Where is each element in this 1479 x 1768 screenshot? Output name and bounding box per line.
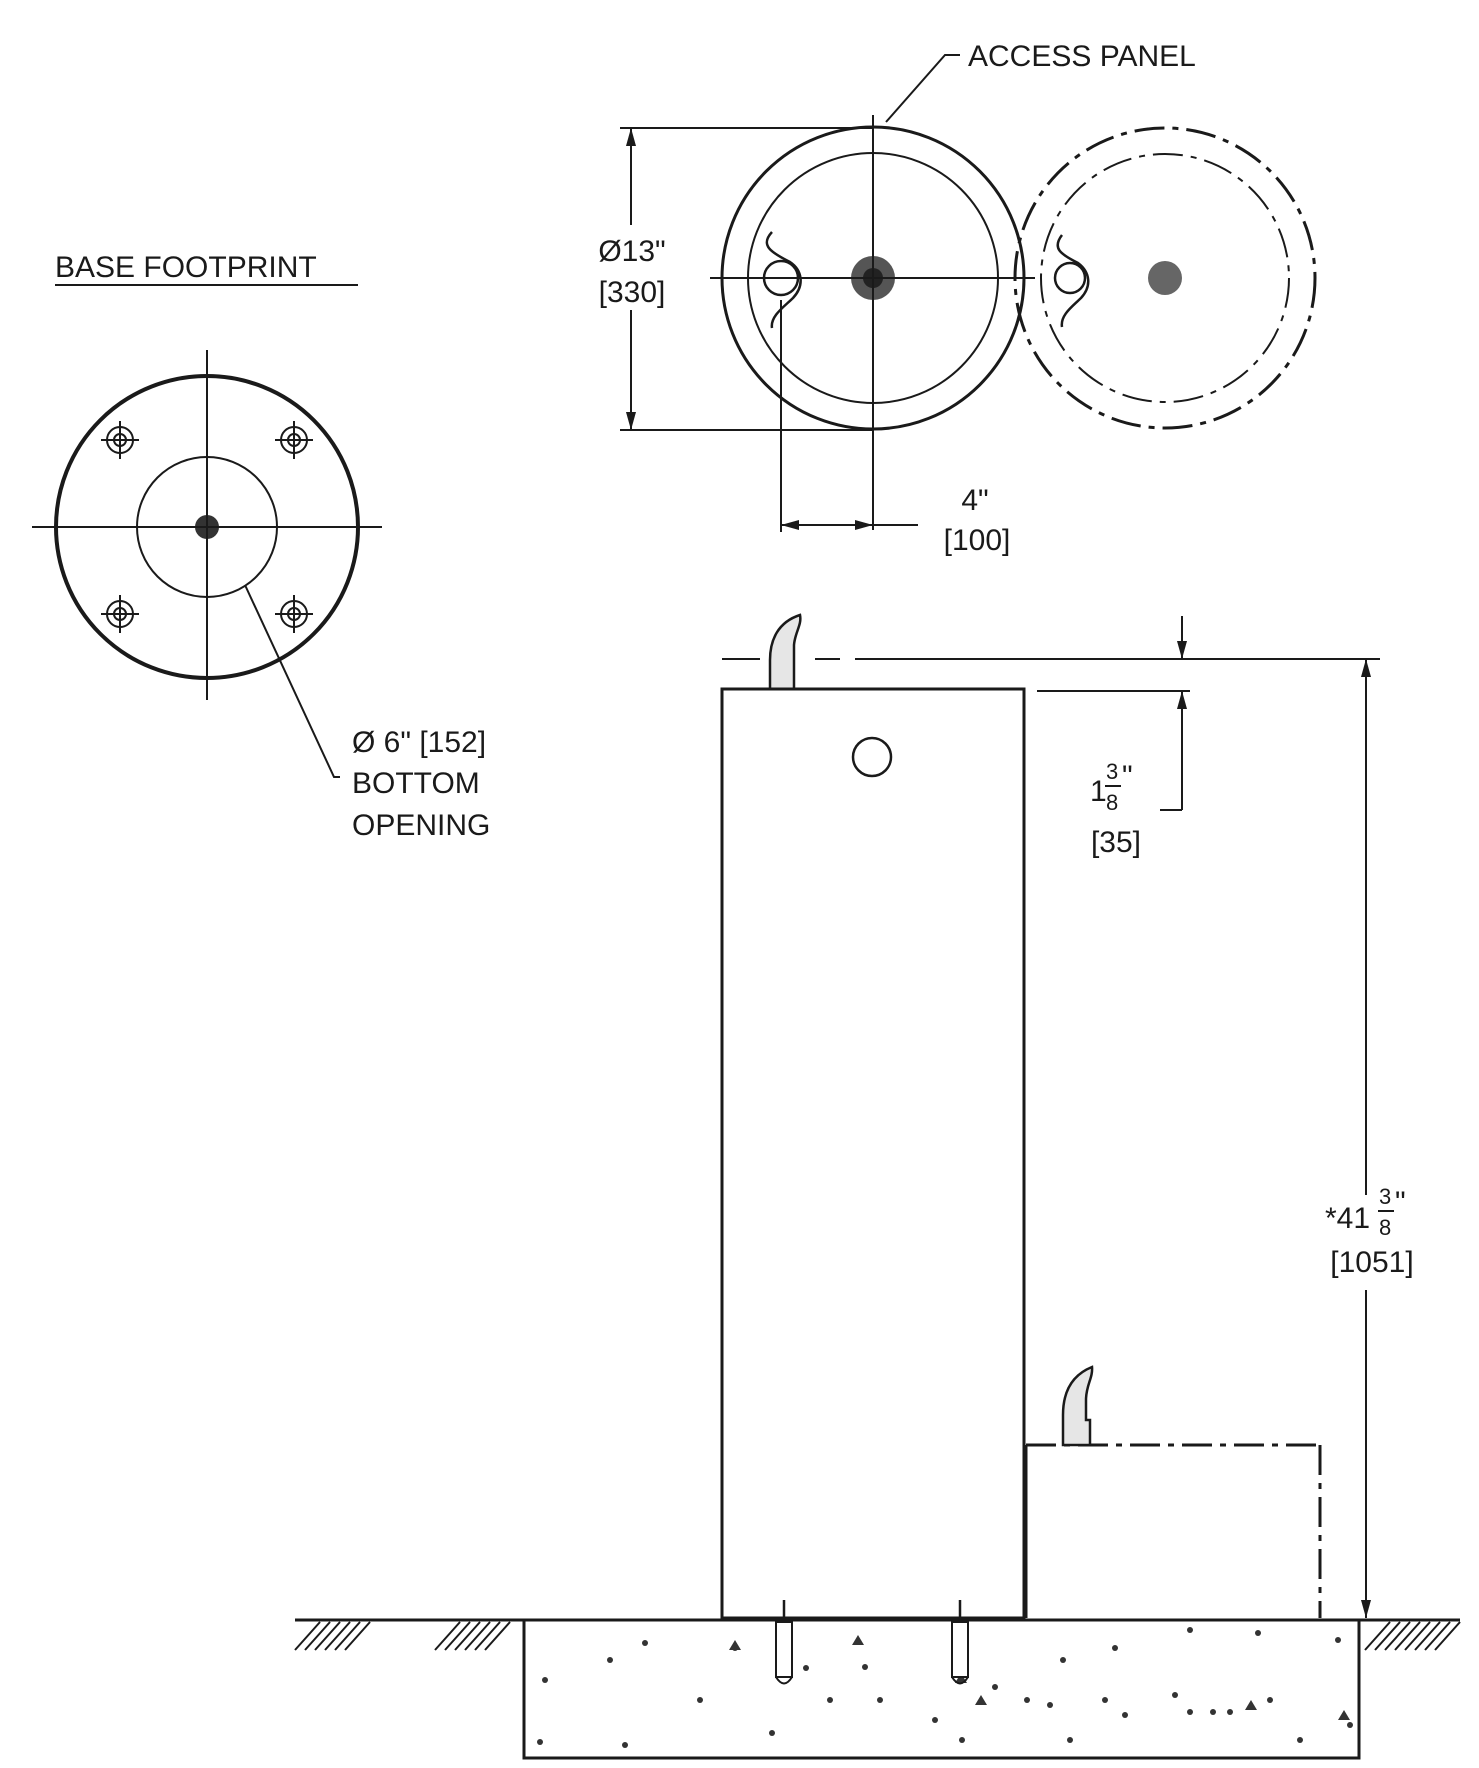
- anchor-bolt: [951, 1600, 969, 1685]
- bolt-hole: [101, 595, 139, 633]
- bubbler-top: [762, 231, 802, 329]
- bubbler-elevation: [745, 613, 820, 691]
- elevation-view: 1 3 8 " [35] *41 3 8 " [1051]: [294, 613, 1461, 1760]
- height-unit: ": [1395, 1186, 1406, 1219]
- height-numerator: 3: [1379, 1184, 1391, 1209]
- offset-inch: 4": [961, 484, 988, 517]
- bolt-hole: [275, 421, 313, 459]
- bottom-opening-size: Ø 6" [152]: [352, 726, 486, 759]
- access-panel-label: ACCESS PANEL: [968, 40, 1196, 73]
- top-offset-unit: ": [1122, 760, 1133, 793]
- secondary-basin-inner: [1040, 153, 1290, 403]
- access-panel-leader: [885, 54, 960, 123]
- top-offset-numerator: 3: [1106, 759, 1118, 784]
- top-offset-mm: [35]: [1091, 826, 1141, 859]
- offset-mm: [100]: [944, 524, 1011, 557]
- top-offset-whole: 1: [1090, 775, 1107, 808]
- pedestal-body: [720, 687, 1026, 1620]
- top-view: ACCESS PANEL Ø13" [330]: [588, 40, 1317, 557]
- bottom-opening-leader: [244, 584, 340, 778]
- base-footprint-title: BASE FOOTPRINT: [55, 251, 317, 284]
- overall-height-dimension: *41 3 8 " [1051]: [1325, 1184, 1414, 1279]
- earth-hatching-right: [1364, 1621, 1461, 1651]
- secondary-low-unit: [1024, 1365, 1322, 1618]
- diameter-inch: Ø13": [598, 235, 665, 268]
- base-footprint-view: BASE FOOTPRINT Ø 6": [32, 251, 490, 842]
- push-button: [851, 736, 893, 778]
- secondary-basin-outer: [1013, 126, 1317, 430]
- bolt-hole: [101, 421, 139, 459]
- anchor-bolt: [775, 1600, 793, 1685]
- diameter-mm: [330]: [599, 276, 666, 309]
- anchor-bolt-holes: [101, 421, 313, 633]
- bolt-hole: [275, 595, 313, 633]
- secondary-bubbler-elevation: [1061, 1365, 1094, 1447]
- secondary-bubbler-top: [1053, 234, 1090, 328]
- concrete-aggregate: [537, 1627, 1353, 1748]
- top-offset-denominator: 8: [1106, 790, 1118, 815]
- top-offset-dimension: 1 3 8 " [35]: [1090, 759, 1141, 859]
- bottom-opening-label-1: BOTTOM: [352, 767, 480, 800]
- height-denominator: 8: [1379, 1215, 1391, 1240]
- height-mm: [1051]: [1330, 1246, 1413, 1279]
- concrete-footing: [522, 1618, 1361, 1760]
- anchor-bolts: [775, 1600, 969, 1685]
- earth-hatching-left: [294, 1621, 511, 1651]
- bottom-opening-label-2: OPENING: [352, 809, 490, 842]
- secondary-drain: [1148, 261, 1182, 295]
- height-whole: *41: [1325, 1202, 1370, 1235]
